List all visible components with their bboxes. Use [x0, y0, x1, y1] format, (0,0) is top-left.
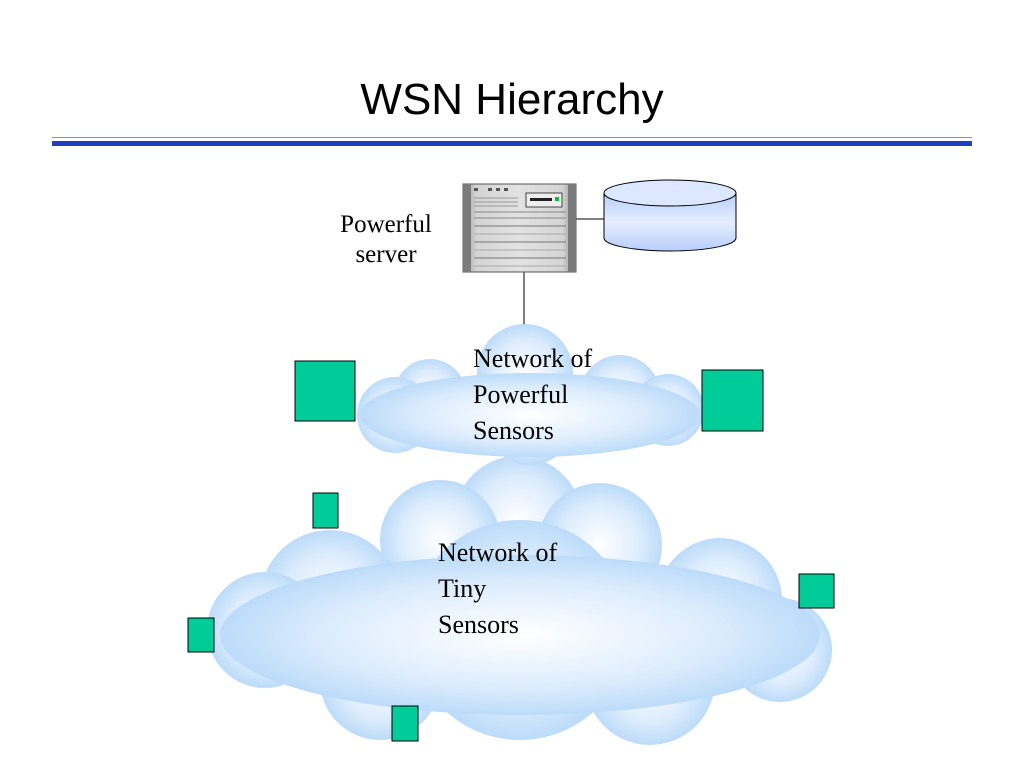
tiny-sensor-node: [798, 573, 835, 609]
powerful-sensor-node: [701, 369, 764, 432]
server-label: Powerful server: [340, 211, 432, 268]
tiny-sensor-node: [312, 492, 339, 529]
tiny-sensor-node: [391, 705, 419, 742]
tiny-network-label: Network of Tiny Sensors: [438, 538, 558, 639]
database-icon: [603, 179, 737, 252]
powerful-sensors-cloud: [357, 324, 704, 465]
tiny-sensors-cloud: [207, 456, 832, 745]
tiny-sensor-node: [187, 617, 215, 653]
title-rule-thin: [52, 137, 972, 138]
powerful-network-label: Network of Powerful Sensors: [473, 344, 593, 445]
server-icon: [462, 183, 577, 273]
powerful-sensor-node: [294, 360, 356, 422]
slide-title: WSN Hierarchy: [360, 75, 664, 124]
title-rule-thick: [52, 141, 972, 146]
